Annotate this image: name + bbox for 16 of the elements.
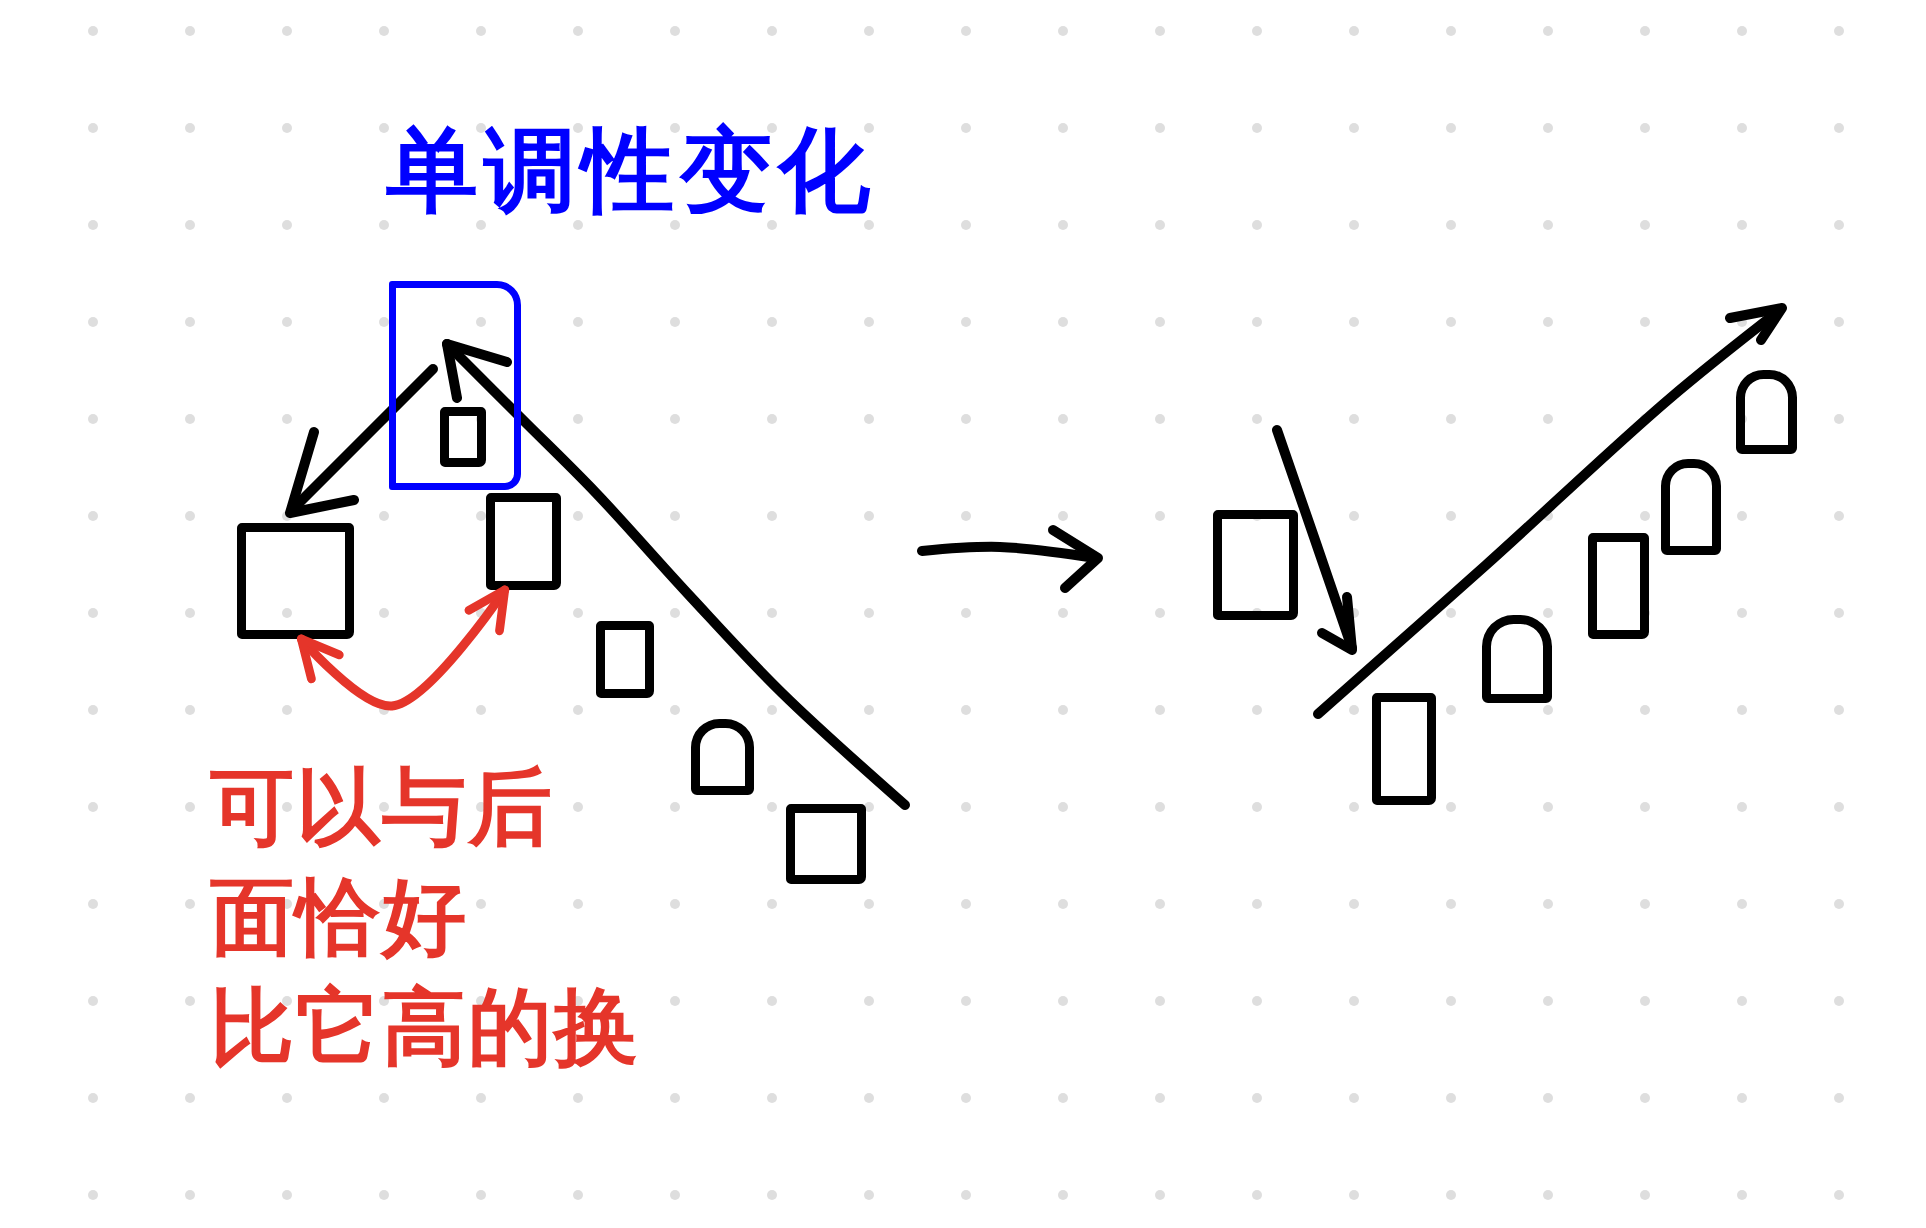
bar-outline	[486, 493, 561, 590]
bar-outline	[1736, 370, 1797, 454]
bar-outline	[1213, 510, 1298, 620]
bar-outline	[1372, 693, 1436, 805]
bar-outline	[1482, 615, 1552, 703]
handwritten-note: 单调性变化	[386, 116, 876, 226]
handwritten-note: 可以与后面恰好比它高的换	[210, 757, 640, 1078]
bar-outline	[691, 719, 754, 795]
bar-outline	[1661, 459, 1721, 555]
double-headed-arrow	[296, 585, 510, 711]
highlight-frame	[389, 281, 521, 490]
bar-outline	[786, 804, 866, 884]
bar-outline	[1588, 533, 1649, 639]
bar-outline	[596, 621, 654, 698]
bar-outline	[237, 523, 354, 639]
bar-outline	[440, 407, 486, 467]
